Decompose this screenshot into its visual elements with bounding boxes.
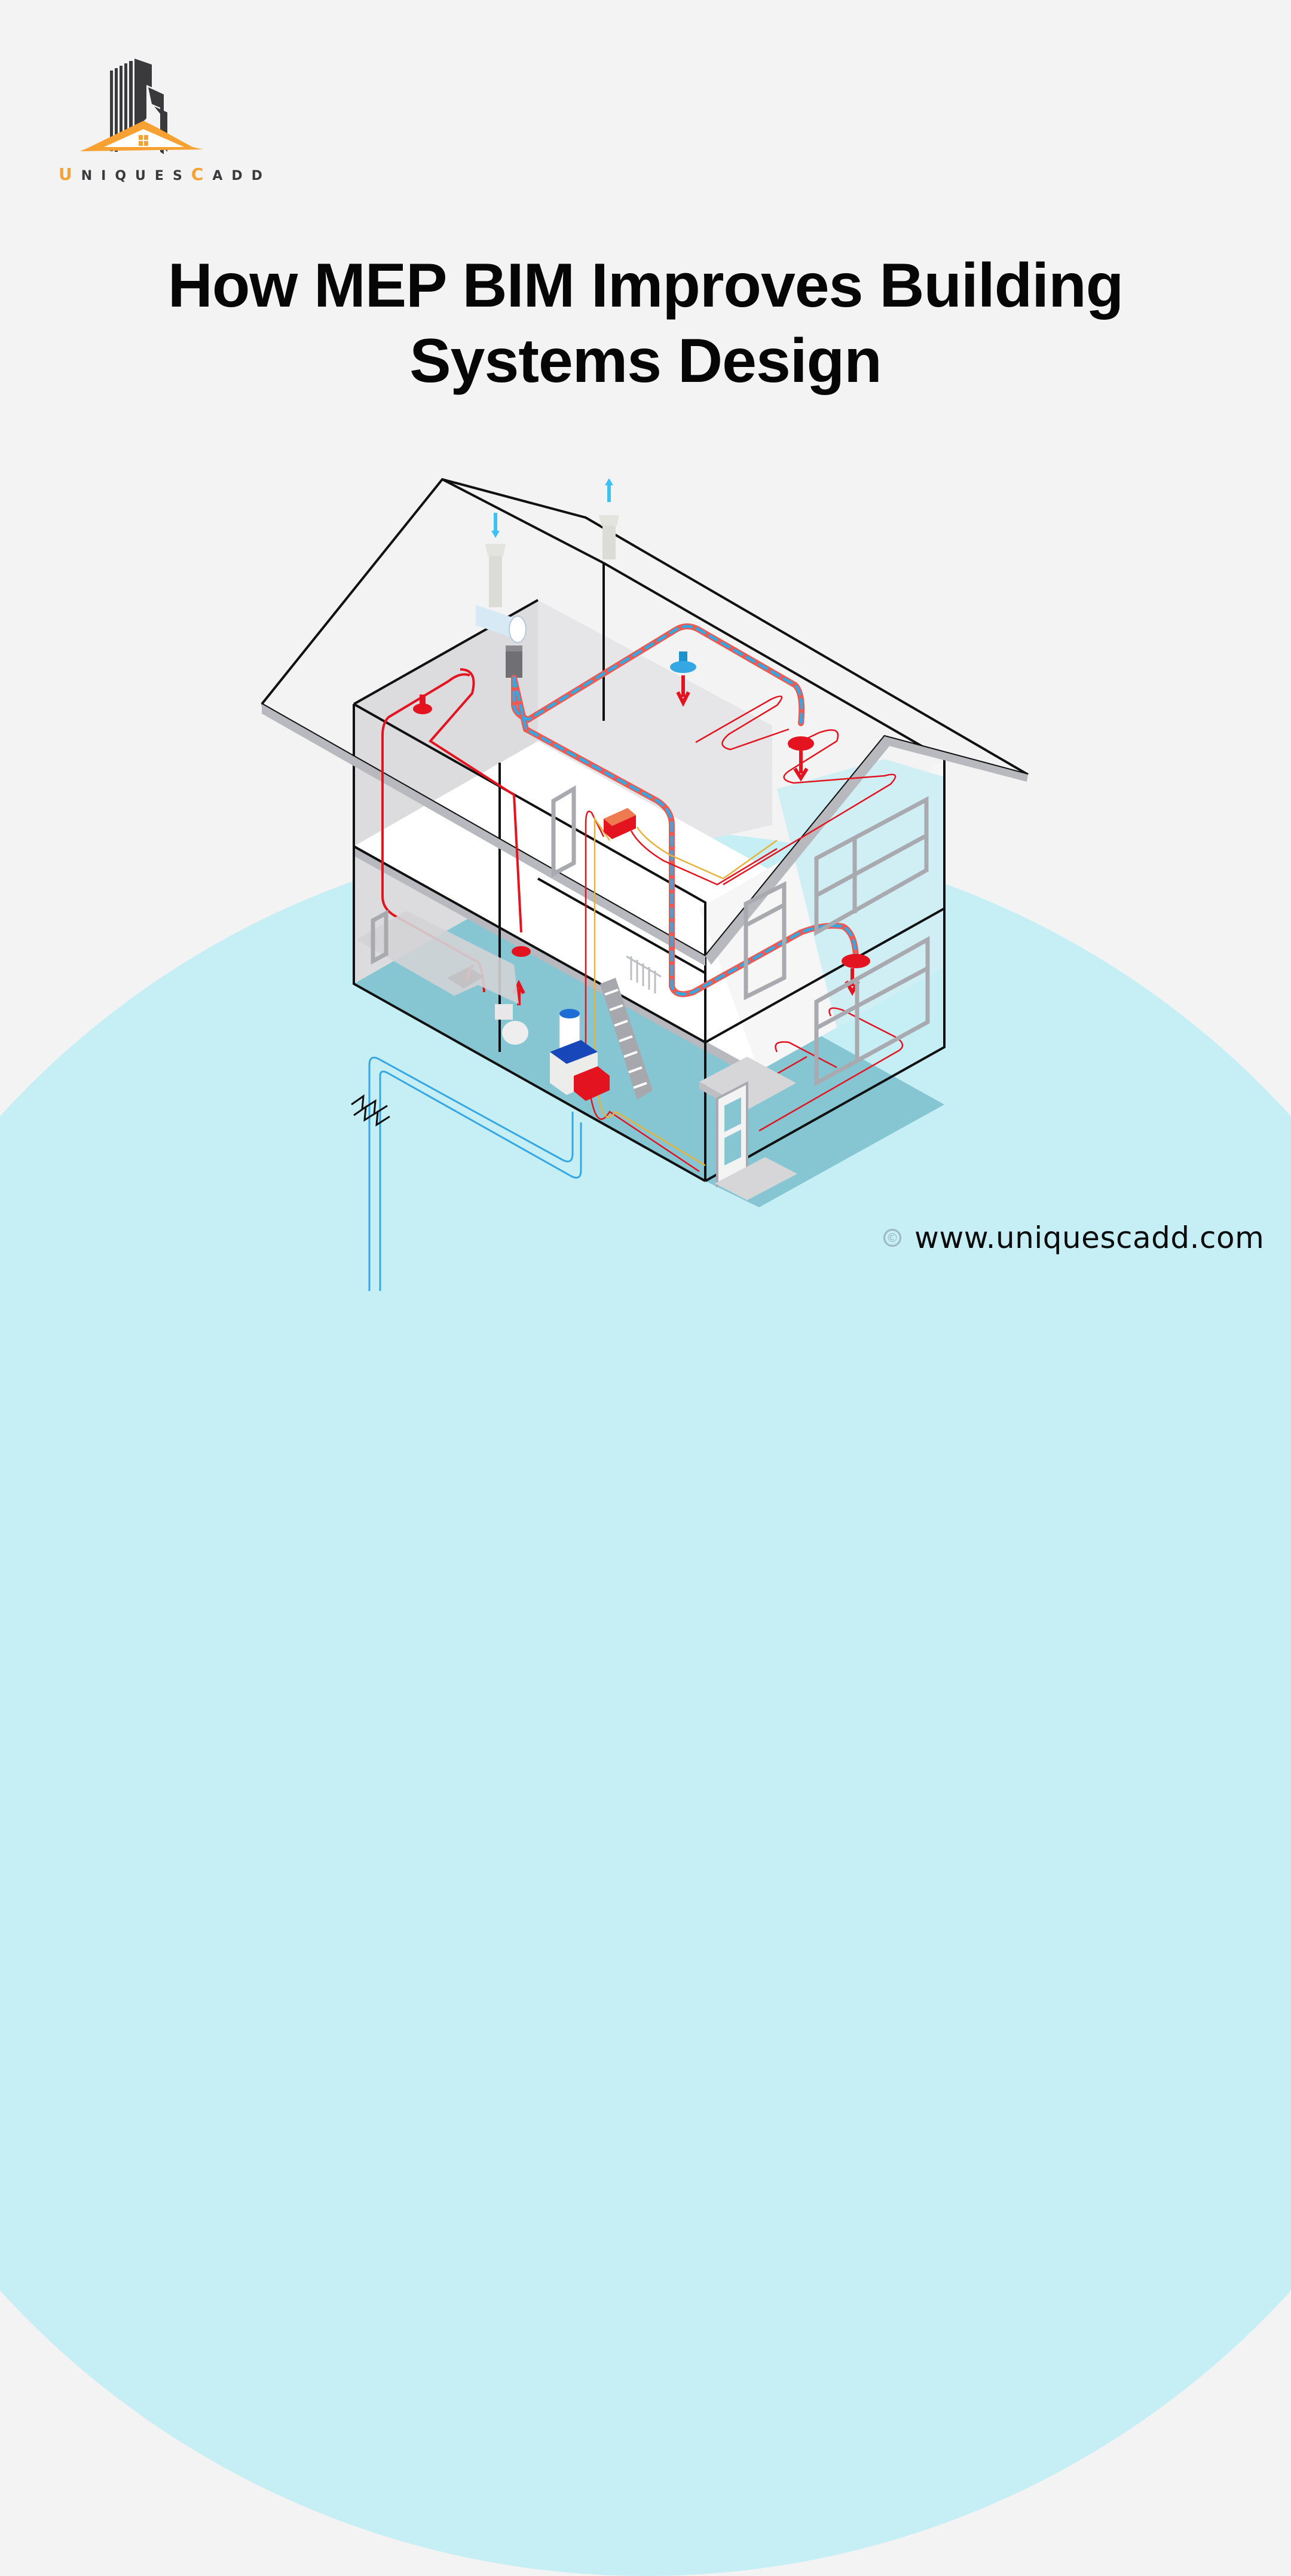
footer: © www.uniquescadd.com bbox=[883, 1217, 1264, 1259]
supply-return-duct bbox=[511, 623, 859, 998]
mep-house-illustration bbox=[261, 478, 1029, 1291]
electrical-panel-icon bbox=[604, 808, 636, 839]
toilet-icon bbox=[495, 980, 528, 1045]
stair-railing bbox=[626, 955, 662, 993]
windows bbox=[371, 785, 930, 1087]
title-line-2: Systems Design bbox=[409, 326, 882, 396]
staircase-icon bbox=[600, 978, 653, 1100]
page-title: How MEP BIM Improves Building Systems De… bbox=[0, 248, 1291, 399]
water-heater-icon bbox=[559, 1009, 580, 1050]
cooling-diffuser-icon bbox=[670, 651, 696, 707]
heat-recovery-unit-icon bbox=[476, 605, 527, 678]
brand-wordmark: UNIQUESCADD bbox=[59, 164, 271, 184]
underground-water-line-icon bbox=[368, 1057, 582, 1291]
heating-diffuser-icon bbox=[512, 946, 531, 957]
copyright-icon: © bbox=[883, 1229, 901, 1247]
title-line-1: How MEP BIM Improves Building bbox=[167, 251, 1124, 320]
heating-diffuser-icon bbox=[413, 695, 432, 714]
heating-diffuser-icon bbox=[788, 736, 814, 782]
building-house-logo-icon bbox=[80, 59, 203, 154]
ventilation-intake-icon bbox=[485, 513, 506, 607]
front-door-icon bbox=[699, 1057, 797, 1200]
boiler-icon bbox=[550, 1040, 610, 1101]
website-link[interactable]: www.uniquescadd.com bbox=[914, 1220, 1265, 1255]
kitchen-counter bbox=[356, 911, 519, 1004]
exhaust-vent-icon bbox=[599, 478, 619, 559]
